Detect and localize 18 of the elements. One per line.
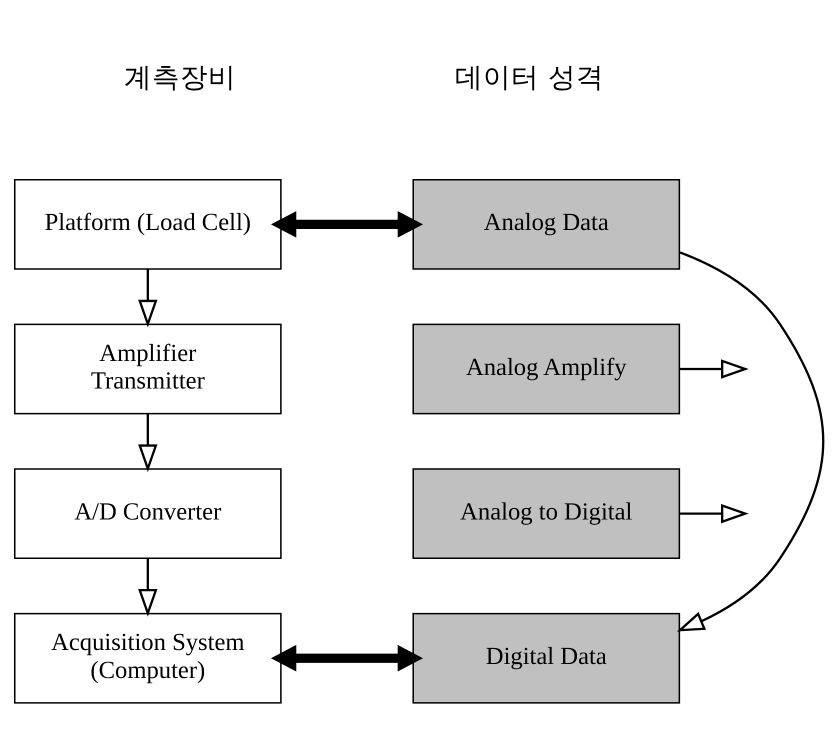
- node-box: Platform (Load Cell): [14, 178, 282, 270]
- label: 계측장비: [124, 60, 236, 94]
- arrow: [138, 268, 158, 327]
- arrow: [138, 558, 158, 616]
- node-box: Analog to Digital: [412, 468, 680, 558]
- node-box: Analog Amplify: [412, 323, 680, 414]
- node-box: Acquisition System (Computer): [14, 612, 282, 704]
- node-box: A/D Converter: [14, 468, 282, 558]
- node-box: Analog Data: [412, 178, 680, 270]
- arrow: [270, 210, 423, 238]
- arrow: [679, 503, 749, 523]
- arrow: [138, 413, 158, 472]
- arrow: [270, 644, 423, 671]
- node-box: Amplifier Transmitter: [14, 323, 282, 414]
- node-box: Digital Data: [412, 612, 680, 704]
- arrow: [676, 250, 824, 632]
- arrow: [679, 358, 749, 378]
- label: 데이터 성격: [454, 60, 604, 94]
